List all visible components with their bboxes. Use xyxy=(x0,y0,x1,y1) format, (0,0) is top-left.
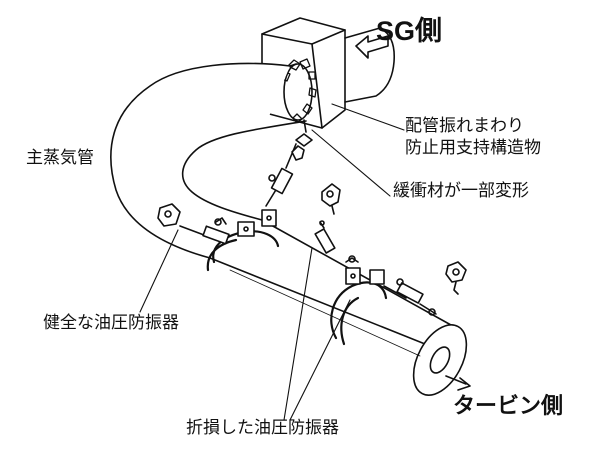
main-steam-pipe-label: 主蒸気管 xyxy=(26,148,94,168)
broken-hydraulic-snubber-upper xyxy=(265,119,313,207)
healthy-snubber-label: 健全な油圧防振器 xyxy=(43,313,179,333)
pipe-clamp-left xyxy=(206,209,280,272)
pipe-clamp-right xyxy=(330,255,388,346)
pipe-whip-restraint-label-line2: 防止用支持構造物 xyxy=(405,138,541,158)
cushion-deformed-label: 緩衝材が一部変形 xyxy=(393,181,529,201)
main-steam-pipe xyxy=(110,62,468,396)
healthy-hydraulic-snubber xyxy=(157,203,230,245)
turbine-flow-arrow xyxy=(445,375,471,391)
broken-snubber-label: 折損した油圧防振器 xyxy=(186,418,339,438)
sg-side-label: SG側 xyxy=(376,16,443,46)
broken-hydraulic-snubber-right xyxy=(383,261,467,316)
detached-snubber-fragment xyxy=(314,183,341,254)
leader-lines xyxy=(139,103,405,421)
pipe-whip-restraint-structure xyxy=(261,17,396,129)
sg-flow-arrow xyxy=(355,35,389,59)
turbine-side-label: タービン側 xyxy=(453,394,564,419)
pipe-whip-restraint-label-line1: 配管振れまわり xyxy=(405,116,524,136)
